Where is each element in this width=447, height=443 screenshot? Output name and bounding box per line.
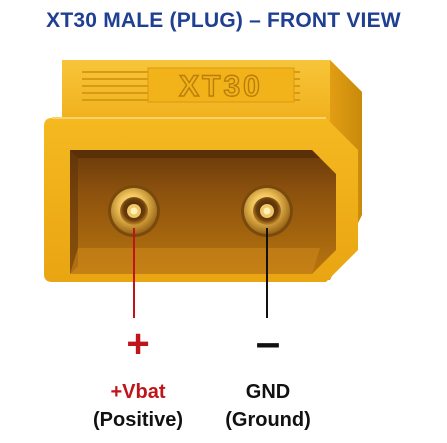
positive-sign: + bbox=[126, 322, 150, 366]
negative-description: (Ground) bbox=[225, 409, 311, 431]
diagram-title: XT30 MALE (PLUG) – FRONT VIEW bbox=[46, 9, 401, 32]
positive-description: (Positive) bbox=[92, 409, 184, 431]
positive-contact bbox=[108, 185, 160, 237]
embossed-label-panel bbox=[147, 67, 295, 103]
negative-name: GND bbox=[245, 381, 291, 403]
negative-sign: – bbox=[255, 318, 281, 367]
positive-name: +Vbat bbox=[110, 381, 166, 403]
embossed-xt30-text: XT30 bbox=[179, 70, 263, 103]
negative-contact bbox=[241, 185, 293, 237]
socket-cavity bbox=[70, 150, 336, 274]
